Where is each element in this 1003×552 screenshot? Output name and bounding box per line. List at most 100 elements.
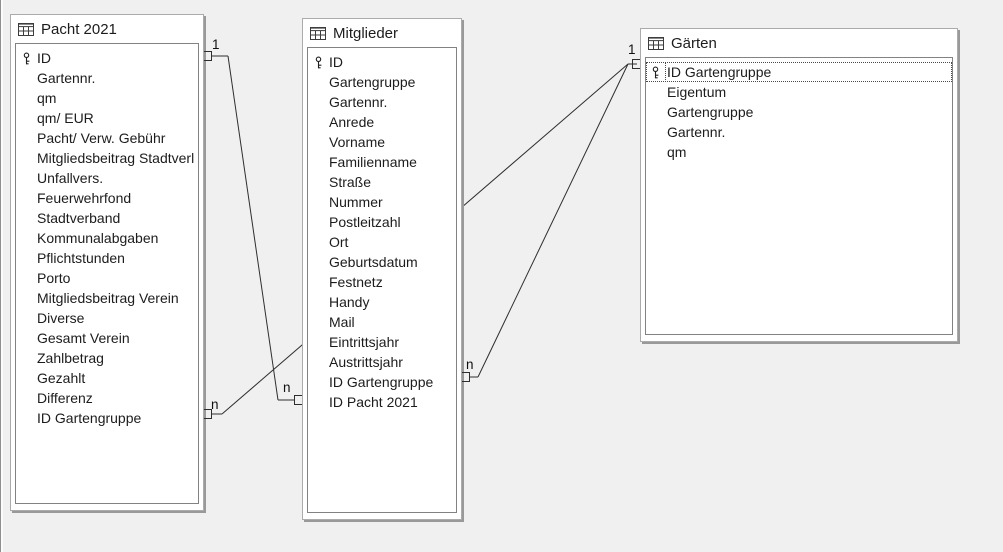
key-column-spacer [16, 108, 36, 128]
field-row[interactable]: Handy [308, 292, 456, 312]
field-row[interactable]: Vorname [308, 132, 456, 152]
field-name: Mail [329, 314, 355, 330]
key-column-spacer [16, 348, 36, 368]
field-name: Pflichtstunden [37, 250, 125, 266]
field-row[interactable]: Eintrittsjahr [308, 332, 456, 352]
key-column-spacer [308, 392, 328, 412]
table-grid-icon [18, 22, 34, 36]
field-row[interactable]: Differenz [16, 388, 198, 408]
field-name: Handy [329, 294, 370, 310]
field-row[interactable]: Pflichtstunden [16, 248, 198, 268]
field-name: Kommunalabgaben [37, 230, 159, 246]
table-titlebar-gaerten[interactable]: Gärten [641, 29, 957, 57]
field-row[interactable]: ID Gartengruppe [646, 62, 952, 82]
key-column-spacer [308, 212, 328, 232]
field-row[interactable]: Geburtsdatum [308, 252, 456, 272]
field-row[interactable]: qm [646, 142, 952, 162]
relationship-line-gaerten-mitglieder[interactable] [477, 63, 629, 378]
field-name: Mitgliedsbeitrag Verein [37, 290, 179, 306]
key-column-spacer [308, 112, 328, 132]
cardinality-label-many: n [283, 380, 291, 395]
field-name: Ort [329, 234, 349, 250]
field-row[interactable]: Diverse [16, 308, 198, 328]
table-grid-icon [310, 26, 326, 40]
cardinality-label-one: 1 [628, 42, 636, 57]
field-row[interactable]: Stadtverband [16, 208, 198, 228]
field-name: Postleitzahl [329, 214, 401, 230]
field-row[interactable]: Gartengruppe [308, 72, 456, 92]
field-row[interactable]: Mail [308, 312, 456, 332]
field-row[interactable]: ID [16, 48, 198, 68]
field-row[interactable]: Anrede [308, 112, 456, 132]
field-row[interactable]: Pacht/ Verw. Gebühr [16, 128, 198, 148]
field-row[interactable]: Gartennr. [16, 68, 198, 88]
field-row[interactable]: ID Gartengruppe [308, 372, 456, 392]
field-name: ID Pacht 2021 [329, 394, 418, 410]
field-row[interactable]: Kommunalabgaben [16, 228, 198, 248]
key-column-spacer [646, 102, 666, 122]
key-column-spacer [308, 352, 328, 372]
field-row[interactable]: Unfallvers. [16, 168, 198, 188]
field-name: ID [329, 54, 343, 70]
field-name: Eintrittsjahr [329, 334, 400, 350]
field-row[interactable]: Porto [16, 268, 198, 288]
field-row[interactable]: Austrittsjahr [308, 352, 456, 372]
field-row[interactable]: Ort [308, 232, 456, 252]
field-name: Mitgliedsbeitrag Stadtverl [37, 150, 195, 166]
pane-left-edge [0, 0, 1, 552]
field-row[interactable]: Mitgliedsbeitrag Verein [16, 288, 198, 308]
field-row[interactable]: Gesamt Verein [16, 328, 198, 348]
field-row[interactable]: Gezahlt [16, 368, 198, 388]
field-row[interactable]: Feuerwehrfond [16, 188, 198, 208]
key-column-spacer [16, 128, 36, 148]
field-row[interactable]: Familienname [308, 152, 456, 172]
field-row[interactable]: ID Gartengruppe [16, 408, 198, 428]
key-column-spacer [646, 122, 666, 142]
key-column-spacer [16, 148, 36, 168]
relationship-line-pacht-mitglieder[interactable] [227, 55, 279, 401]
field-name: Stadtverband [37, 210, 121, 226]
cardinality-label-many: n [211, 397, 219, 412]
key-column-spacer [16, 188, 36, 208]
key-column-spacer [308, 72, 328, 92]
field-row[interactable]: Mitgliedsbeitrag Stadtverl [16, 148, 198, 168]
field-row[interactable]: Postleitzahl [308, 212, 456, 232]
field-row[interactable]: qm/ EUR [16, 108, 198, 128]
field-name: ID Gartengruppe [329, 374, 434, 390]
field-name: Unfallvers. [37, 170, 104, 186]
field-row[interactable]: Gartennr. [308, 92, 456, 112]
table-titlebar-mitglieder[interactable]: Mitglieder [303, 19, 461, 47]
primary-key-icon [16, 48, 36, 68]
field-row[interactable]: ID Pacht 2021 [308, 392, 456, 412]
primary-key-icon [646, 62, 666, 82]
field-name: Gezahlt [37, 370, 86, 386]
field-name: Feuerwehrfond [37, 190, 132, 206]
field-name: Gartennr. [667, 124, 726, 140]
key-column-spacer [16, 208, 36, 228]
field-row[interactable]: Eigentum [646, 82, 952, 102]
key-column-spacer [646, 82, 666, 102]
field-row[interactable]: Gartennr. [646, 122, 952, 142]
field-row[interactable]: Festnetz [308, 272, 456, 292]
field-row[interactable]: Nummer [308, 192, 456, 212]
key-column-spacer [308, 252, 328, 272]
table-titlebar-pacht-2021[interactable]: Pacht 2021 [11, 15, 203, 43]
field-name: Diverse [37, 310, 85, 326]
field-row[interactable]: qm [16, 88, 198, 108]
key-column-spacer [16, 88, 36, 108]
key-column-spacer [308, 92, 328, 112]
field-name: Gartengruppe [667, 104, 754, 120]
field-row[interactable]: Straße [308, 172, 456, 192]
key-column-spacer [16, 228, 36, 248]
field-row[interactable]: Zahlbetrag [16, 348, 198, 368]
field-row[interactable]: Gartengruppe [646, 102, 952, 122]
key-column-spacer [16, 408, 36, 428]
field-row[interactable]: ID [308, 52, 456, 72]
field-name: Zahlbetrag [37, 350, 104, 366]
field-name: qm/ EUR [37, 110, 94, 126]
key-column-spacer [16, 168, 36, 188]
